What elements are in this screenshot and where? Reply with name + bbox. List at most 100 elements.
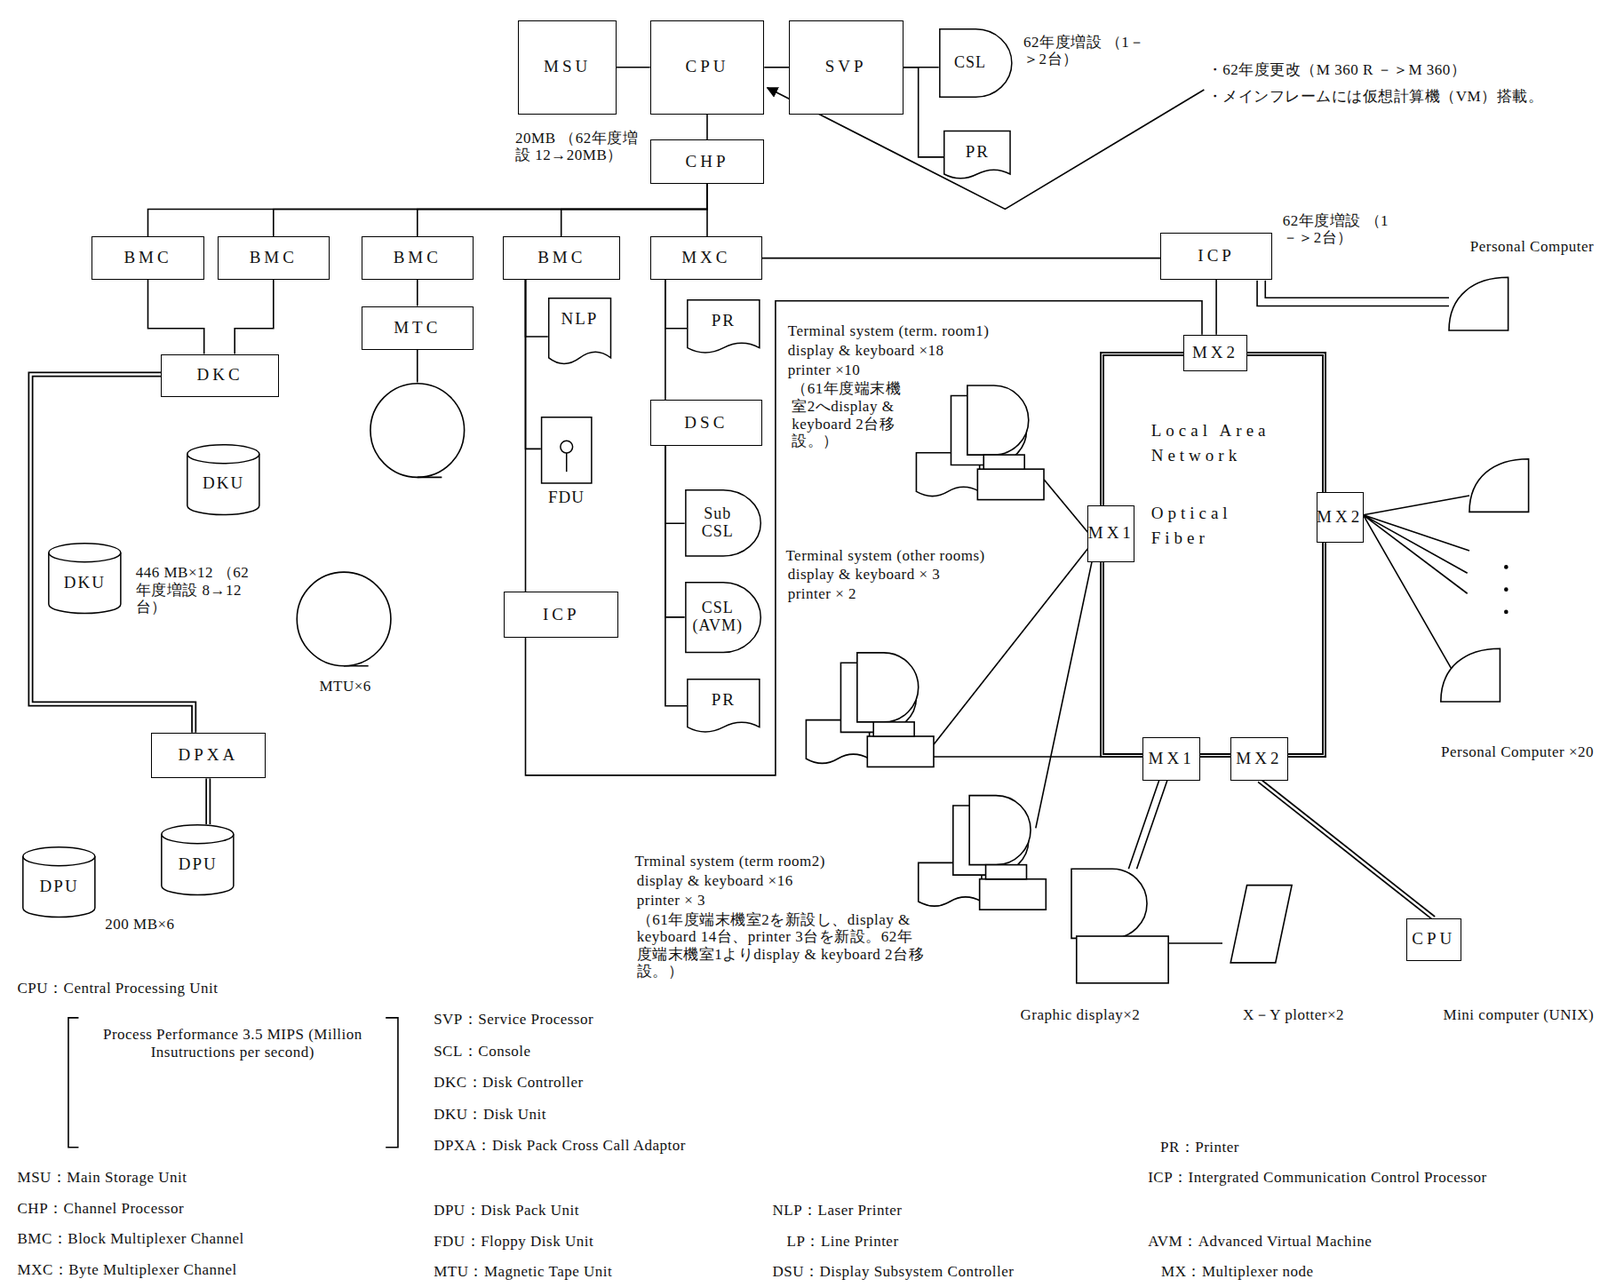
note-label: Personal Computer ×20 xyxy=(1440,743,1594,762)
legend-entry: FDU：Floppy Disk Unit xyxy=(433,1233,594,1251)
unit-box: MX2 xyxy=(1316,492,1364,543)
legend-entry: DPXA：Disk Pack Cross Call Adaptor xyxy=(433,1137,689,1155)
connector-line xyxy=(416,279,419,307)
node-label: DPU xyxy=(178,855,218,875)
connector-line xyxy=(903,67,945,158)
connector xyxy=(707,114,709,141)
connector xyxy=(417,183,708,238)
node-label: BMC xyxy=(123,248,172,268)
connector xyxy=(525,279,526,593)
unit-box: MXC xyxy=(650,236,763,279)
unit-box: MX1 xyxy=(1087,505,1135,563)
connector xyxy=(1216,279,1218,335)
terminal-set xyxy=(915,385,1044,501)
legend-entry: NLP：Laser Printer xyxy=(772,1201,902,1220)
connector xyxy=(31,374,195,733)
note-label: printer × 3 xyxy=(636,891,706,910)
connector xyxy=(525,279,549,337)
unit-box: MSU xyxy=(517,20,616,115)
unit-box: MX2 xyxy=(1183,334,1247,372)
note-label: display & keyboard ×16 xyxy=(636,872,794,891)
connector xyxy=(416,279,418,307)
note-label: Mini computer (UNIX) xyxy=(1443,1006,1595,1025)
terminal-link xyxy=(933,479,1143,829)
node-label: MX2 xyxy=(1316,508,1363,527)
connector-line xyxy=(764,66,789,69)
node-label: BMC xyxy=(393,248,442,268)
unit-box: DPXA xyxy=(151,732,266,780)
note-label: 62年度増設 （1－＞2台） xyxy=(1023,33,1147,69)
connector-line xyxy=(206,778,210,825)
legend-entry: MXC：Byte Multiplexer Channel xyxy=(17,1261,238,1280)
connector-line xyxy=(525,279,542,450)
connector-line xyxy=(664,279,667,401)
note-label: Trminal system (term room2) xyxy=(634,852,826,871)
connector xyxy=(561,183,708,238)
unit-box: BMC xyxy=(361,236,474,279)
floppy-unit-outline xyxy=(541,416,592,485)
connector-line xyxy=(1215,279,1218,335)
note-label: 62年度増設 （1－＞2台） xyxy=(1282,212,1398,247)
note-label: MTU×6 xyxy=(319,677,372,696)
unit-box: ICP xyxy=(503,591,619,638)
tape-link xyxy=(343,350,442,667)
connector xyxy=(665,445,685,524)
unit-box: CHP xyxy=(650,139,765,184)
note-label: （61年度端末機室2を新設し、display & keyboard 14台、pr… xyxy=(636,911,925,981)
connector-line xyxy=(148,183,709,238)
node-label: PR xyxy=(965,143,990,162)
node-label: MX1 xyxy=(1088,524,1135,543)
pc-fan xyxy=(1363,495,1470,669)
node-label: Sub CSL xyxy=(688,505,748,542)
unit-box: DSC xyxy=(650,399,763,446)
connector-line xyxy=(665,279,687,329)
node-label: ICP xyxy=(1197,246,1235,266)
printer-symbol: NLP xyxy=(548,297,612,372)
node-label: DKU xyxy=(202,474,245,494)
unit-box: MX2 xyxy=(1230,737,1288,781)
printer-symbol-outline xyxy=(548,297,612,372)
connector-line xyxy=(525,279,527,593)
connector-line xyxy=(234,279,274,355)
tape-reel xyxy=(370,383,465,478)
node-label: Local Area Network xyxy=(1151,418,1276,468)
personal-computer xyxy=(1440,648,1501,702)
unit-box: CPU xyxy=(1406,918,1462,962)
node-label: CPU xyxy=(1411,930,1456,949)
unit-box: BMC xyxy=(217,236,330,279)
connector xyxy=(234,279,274,355)
legend-entry: DSU：Display Subsystem Controller xyxy=(772,1263,1014,1282)
note-label: Terminal system (term. room1) xyxy=(788,322,990,341)
connector-line xyxy=(525,279,549,337)
connector xyxy=(664,279,666,401)
note-label: printer ×10 xyxy=(788,361,861,380)
connector xyxy=(707,183,709,238)
unit-box: SVP xyxy=(788,20,904,115)
connector-line xyxy=(762,257,1161,260)
connector xyxy=(1258,780,1433,919)
connector-line xyxy=(1258,780,1433,919)
terminal-set xyxy=(918,796,1047,911)
connector xyxy=(762,257,1161,259)
connector xyxy=(903,67,945,158)
note-label: printer × 2 xyxy=(788,585,857,604)
graphic-display xyxy=(1071,868,1169,984)
note-label: 200 MB×6 xyxy=(104,915,175,934)
node-label: CSL (AVM) xyxy=(688,599,748,636)
note-label: display & keyboard ×18 xyxy=(788,342,945,360)
unit-box: ICP xyxy=(1160,232,1273,280)
legend-entry: LP：Line Printer xyxy=(787,1233,900,1251)
legend-entry: PR：Printer xyxy=(1160,1138,1240,1157)
note-label: Graphic display×2 xyxy=(1020,1006,1141,1025)
note-label: 446 MB×12 （62年度増設 8→12台） xyxy=(135,564,261,617)
connector xyxy=(665,445,687,707)
node-label: CPU xyxy=(684,57,729,77)
unit-box: MX1 xyxy=(1142,737,1200,781)
note-label: （61年度端末機室2へdisplay & keyboard 2台移設。） xyxy=(791,380,907,450)
connector-line xyxy=(616,66,651,69)
node-label: DPXA xyxy=(177,746,239,765)
connector xyxy=(207,778,209,825)
note-label: Terminal system (other rooms) xyxy=(785,547,985,566)
